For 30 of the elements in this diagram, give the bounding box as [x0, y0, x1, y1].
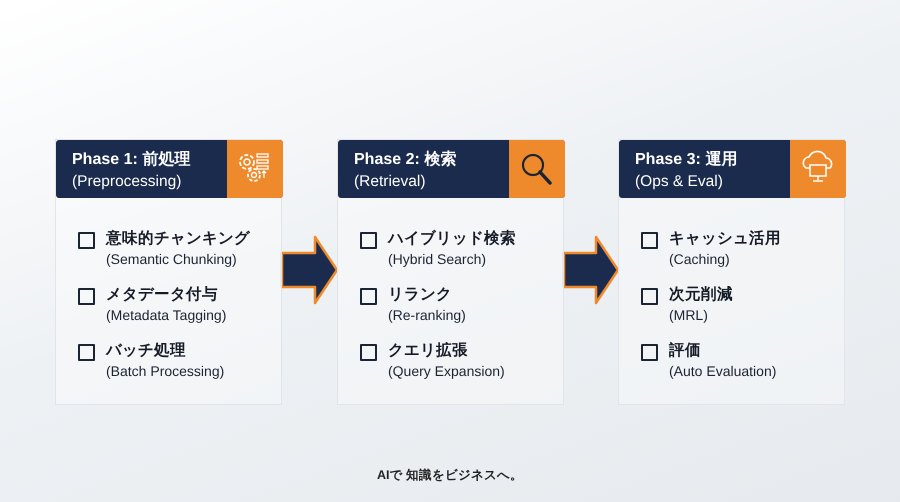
phase-title: Phase 2: 検索	[354, 149, 456, 170]
item-title: ハイブリッド検索	[388, 228, 516, 249]
item-title: 意味的チャンキング	[106, 228, 250, 249]
phase-panel	[55, 139, 282, 405]
phase-subtitle: (Ops & Eval)	[635, 173, 723, 191]
phase-title: Phase 1: 前処理	[72, 150, 190, 170]
block-arrow	[280, 236, 338, 304]
item-subtitle: (Caching)	[669, 251, 730, 267]
tagline: AIで 知識をビジネスへ。	[377, 467, 523, 484]
item-title: メタデータ付与	[106, 285, 218, 305]
item-subtitle: (Auto Evaluation)	[669, 363, 776, 379]
phase-subtitle: (Retrieval)	[354, 173, 426, 191]
item-subtitle: (Hybrid Search)	[388, 251, 486, 267]
item-subtitle: (MRL)	[669, 307, 708, 323]
item-subtitle: (Semantic Chunking)	[106, 251, 237, 267]
item-title: リランク	[388, 285, 452, 305]
block-arrow	[562, 236, 620, 304]
item-subtitle: (Metadata Tagging)	[106, 307, 226, 323]
item-subtitle: (Query Expansion)	[388, 363, 505, 379]
item-title: 次元削減	[669, 285, 733, 305]
item-subtitle: (Re-ranking)	[388, 307, 466, 323]
item-title: 評価	[669, 340, 701, 361]
phase-panel	[618, 139, 845, 405]
item-title: キャッシュ活用	[669, 229, 781, 249]
phase-subtitle: (Preprocessing)	[72, 173, 182, 191]
phase-title: Phase 3: 運用	[635, 150, 738, 170]
item-title: クエリ拡張	[388, 340, 468, 361]
phase-panel	[337, 139, 564, 405]
item-subtitle: (Batch Processing)	[106, 363, 224, 379]
item-title: バッチ処理	[106, 341, 186, 361]
